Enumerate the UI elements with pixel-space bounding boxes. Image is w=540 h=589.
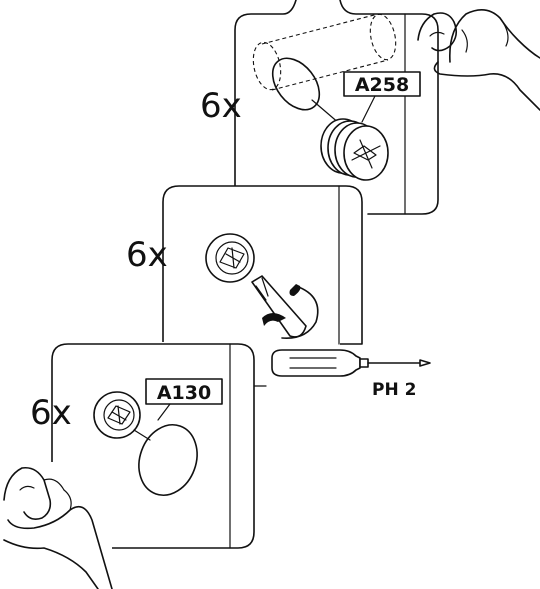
rotate-arrow-icon (262, 284, 319, 339)
hand-icon (417, 9, 540, 111)
quantity-label: 6x (30, 393, 72, 433)
phillips-screwdriver-icon (271, 349, 431, 377)
panel-step-1 (234, 0, 439, 215)
cam-dowel-icon (320, 118, 389, 181)
quantity-label: 6x (126, 235, 168, 275)
part-label-box: A130 (145, 378, 223, 405)
panel-step-2 (162, 185, 363, 345)
label-leader (361, 95, 376, 123)
cam-lock-icon (93, 391, 141, 439)
panel-step-3 (51, 343, 267, 549)
screwdriver-tip-icon (251, 275, 307, 338)
label-leader (157, 403, 171, 421)
drill-hole (271, 57, 321, 111)
hand-icon (3, 466, 113, 589)
cam-lock-icon (205, 233, 255, 283)
part-label-a130: A130 (157, 382, 211, 404)
leader-line (133, 429, 151, 441)
tool-label: PH 2 (372, 380, 416, 400)
drill-hole (138, 424, 198, 496)
quantity-label: 6x (200, 86, 242, 126)
part-label-box: A258 (343, 71, 421, 97)
part-label-a258: A258 (355, 74, 409, 96)
